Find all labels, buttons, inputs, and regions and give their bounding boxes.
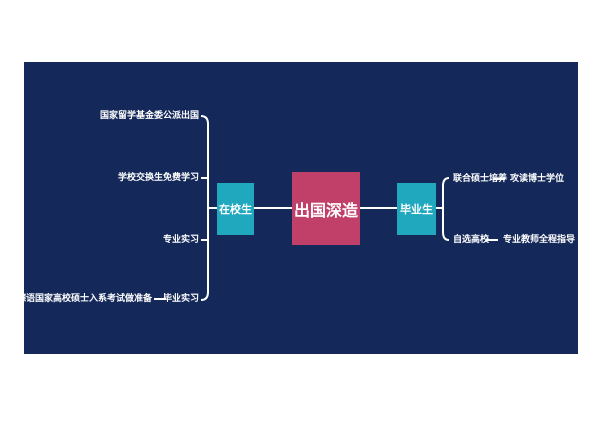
right-item-2: 自选高校 (453, 235, 490, 245)
left-item-1: 国家留学基金委公派出国 (99, 111, 199, 121)
left-item-3: 专业实习 (162, 235, 199, 245)
right-bracket (442, 177, 450, 241)
right-item-1: 联合硕士培养 (453, 174, 508, 184)
right-branch-node: 毕业生 (397, 183, 436, 235)
left-item-4-sub: 毕业实习 (162, 294, 199, 304)
center-node: 出国深造 (292, 172, 360, 245)
left-item-4: 为德语国家高校硕士入系考试做准备 (7, 294, 152, 304)
center-node-label: 出国深造 (293, 200, 358, 220)
right-item-2-sub: 专业教师全程指导 (503, 235, 576, 245)
right-branch-label: 毕业生 (400, 203, 433, 216)
left-branch-node: 在校生 (217, 183, 254, 235)
left-branch-label: 在校生 (219, 203, 252, 216)
left-bracket (200, 115, 209, 301)
left-item-2: 学校交换生免费学习 (117, 173, 199, 183)
right-item-1-sub: 攻读博士学位 (510, 174, 565, 184)
